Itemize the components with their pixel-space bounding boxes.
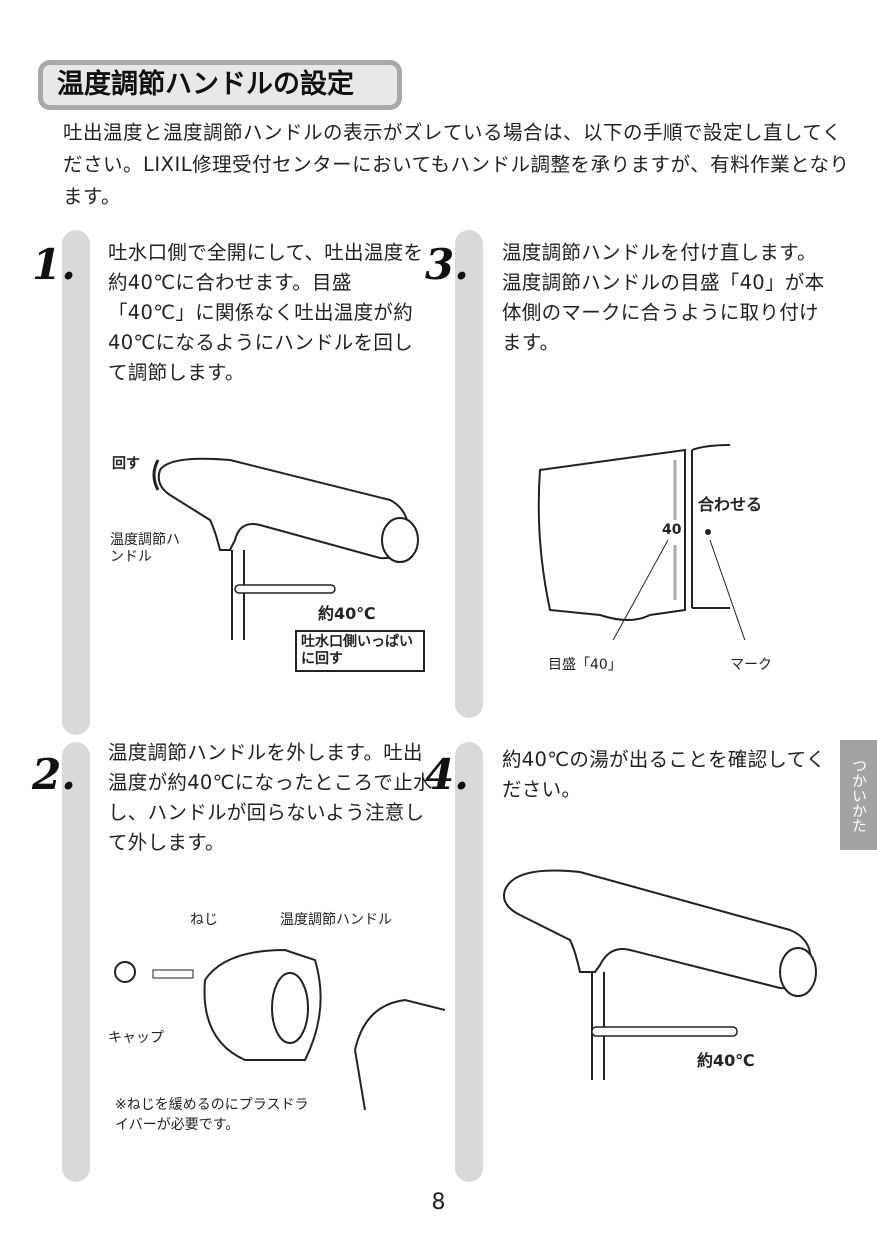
step-number: 4. bbox=[425, 750, 469, 799]
step-text: 約40℃の湯が出ることを確認してください。 bbox=[502, 748, 826, 801]
step-number: 1. bbox=[32, 240, 76, 289]
step-number: 3. bbox=[425, 240, 469, 289]
mark-label: マーク bbox=[730, 657, 772, 673]
handle-alignment-illustration bbox=[537, 444, 746, 640]
intro-text: 吐出温度と温度調節ハンドルの表示がズレている場合は、以下の手順で設定し直してくだ… bbox=[63, 121, 850, 208]
note-text: ※ねじを緩めるのにプラスドライバーが必要です。 bbox=[115, 1097, 309, 1133]
step-bar bbox=[455, 230, 483, 718]
cap-label: キャップ bbox=[108, 1030, 164, 1046]
scale-label: 目盛「40」 bbox=[548, 657, 622, 673]
step-text: 吐水口側で全開にして、吐出温度を約40℃に合わせます。目盛「40℃」に関係なく吐… bbox=[108, 241, 424, 384]
temperature-label: 約40℃ bbox=[318, 604, 376, 623]
instruction-box: 吐水口側いっぱいに回す bbox=[295, 630, 425, 672]
handle-label: 温度調節ハンドル bbox=[280, 912, 392, 928]
temperature-label: 約40℃ bbox=[697, 1051, 755, 1070]
side-tab[interactable]: つかいかた bbox=[840, 740, 877, 850]
section-title: 温度調節ハンドルの設定 bbox=[38, 60, 402, 110]
handle-removal-illustration bbox=[114, 948, 445, 1110]
step-bar bbox=[455, 742, 483, 1182]
align-label: 合わせる bbox=[698, 495, 763, 514]
step-text: 温度調節ハンドルを外します。吐出温度が約40℃になったところで止水し、ハンドルが… bbox=[108, 741, 433, 854]
page-number: 8 bbox=[431, 1190, 446, 1215]
faucet-illustration bbox=[503, 869, 817, 1080]
scale-value: 40 bbox=[662, 522, 682, 538]
screw-label: ねじ bbox=[190, 912, 218, 928]
step-bar bbox=[62, 742, 90, 1182]
step-bar bbox=[62, 230, 90, 735]
handle-label: 温度調節ハンドル bbox=[110, 532, 180, 565]
step-number: 2. bbox=[32, 750, 76, 799]
faucet-illustration bbox=[152, 457, 419, 640]
rotate-label: 回す bbox=[112, 456, 140, 472]
step-text: 温度調節ハンドルを付け直します。温度調節ハンドルの目盛「40」が本体側のマークに… bbox=[502, 241, 825, 354]
